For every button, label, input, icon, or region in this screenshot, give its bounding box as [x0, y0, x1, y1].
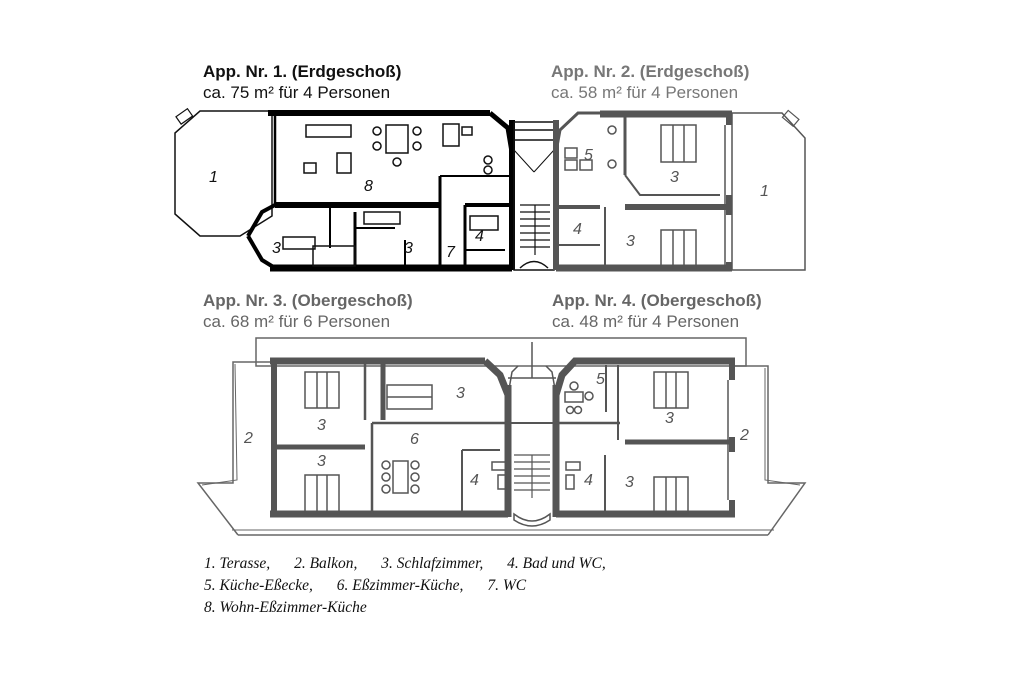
legend-item-terrace: 1. Terasse, — [204, 555, 271, 572]
apartment-1-title: App. Nr. 1. (Erdgeschoß) ca. 75 m² für 4… — [203, 61, 401, 103]
apartment-2-name: App. Nr. 2. (Erdgeschoß) — [551, 62, 750, 81]
apartment-3-details: ca. 68 m² für 6 Personen — [203, 312, 391, 331]
legend-item-wc: 7. WC — [487, 577, 527, 594]
legend-item-bedroom: 3. Schlafzimmer, — [381, 555, 484, 572]
legend-row-3: 8. Wohn-Eßzimmer-Küche — [204, 597, 626, 619]
room-label-terrace-app2: 1 — [760, 183, 769, 200]
apartment-4-title: App. Nr. 4. (Obergeschoß) ca. 48 m² für … — [552, 290, 762, 332]
room-label-bedroom-b-app4: 3 — [625, 474, 634, 491]
legend-item-dining-kitchen: 6. Eßzimmer-Küche, — [336, 577, 464, 594]
roof-overhang — [255, 337, 747, 367]
apartment-2-details: ca. 58 m² für 4 Personen — [551, 83, 739, 102]
app2-walls — [553, 110, 732, 272]
app4-balcony-outline — [735, 365, 807, 536]
app2-furniture — [564, 124, 697, 269]
room-label-bedroom-a-app2: 3 — [670, 169, 679, 186]
apartment-3-name: App. Nr. 3. (Obergeschoß) — [203, 291, 413, 310]
room-label-bath-app3: 4 — [470, 472, 479, 489]
app1-walls — [246, 110, 515, 272]
room-label-bedroom-b-app2: 3 — [626, 233, 635, 250]
room-label-bedroom-b-app3: 3 — [317, 453, 326, 470]
apartment-3-title: App. Nr. 3. (Obergeschoß) ca. 68 m² für … — [203, 290, 413, 332]
apartment-1-name: App. Nr. 1. (Erdgeschoß) — [203, 62, 402, 81]
ground-stairwell — [513, 121, 555, 271]
upper-stairwell — [507, 342, 557, 527]
app1-furniture — [282, 123, 499, 267]
room-label-bath-app4: 4 — [584, 472, 593, 489]
room-label-bedroom-a-app4: 3 — [665, 410, 674, 427]
apartment-4-name: App. Nr. 4. (Obergeschoß) — [552, 291, 762, 310]
room-legend: 1. Terasse, 2. Balkon, 3. Schlafzimmer, … — [204, 553, 626, 619]
apartment-1-details: ca. 75 m² für 4 Personen — [203, 83, 391, 102]
app4-furniture — [491, 371, 689, 515]
ground-floor-plan: 1 8 3 3 7 4 5 3 4 3 1 — [174, 107, 806, 272]
app4-walls — [552, 357, 735, 518]
room-label-terrace-app1: 1 — [209, 169, 218, 186]
legend-item-kitchen-dining-nook: 5. Küche-Eßecke, — [204, 577, 313, 594]
apartment-4-details: ca. 48 m² für 4 Personen — [552, 312, 740, 331]
legend-row-1: 1. Terasse, 2. Balkon, 3. Schlafzimmer, … — [204, 553, 626, 575]
legend-item-balcony: 2. Balkon, — [294, 555, 358, 572]
legend-item-bath-wc: 4. Bad und WC, — [507, 555, 606, 572]
room-label-dining-kitchen-app3: 6 — [410, 431, 419, 448]
app2-terrace-outline — [731, 112, 806, 271]
apartment-2-title: App. Nr. 2. (Erdgeschoß) ca. 58 m² für 4… — [551, 61, 749, 103]
legend-row-2: 5. Küche-Eßecke, 6. Eßzimmer-Küche, 7. W… — [204, 575, 626, 597]
room-label-kitchen-app2: 5 — [584, 147, 593, 164]
room-label-bath-app2: 4 — [573, 221, 582, 238]
room-label-bath-app1: 4 — [475, 228, 484, 245]
app3-balcony-outline — [196, 361, 270, 536]
legend-item-living-dining-kitchen: 8. Wohn-Eßzimmer-Küche — [204, 599, 367, 616]
room-label-bedroom-a-app1: 3 — [272, 240, 281, 257]
room-label-kitchen-app4: 5 — [596, 371, 605, 388]
room-label-balcony-app3: 2 — [243, 430, 253, 447]
room-label-bedroom-c-app3: 3 — [456, 385, 465, 402]
app3-furniture — [304, 371, 433, 515]
room-label-living-app1: 8 — [364, 178, 373, 195]
room-label-bedroom-b-app1: 3 — [404, 240, 413, 257]
upper-floor-plan: 2 3 3 3 6 4 5 3 4 3 2 — [196, 337, 807, 536]
room-label-balcony-app4: 2 — [739, 427, 749, 444]
app1-terrace-outline — [174, 110, 273, 237]
room-label-bedroom-a-app3: 3 — [317, 417, 326, 434]
room-label-wc-app1: 7 — [446, 244, 456, 261]
